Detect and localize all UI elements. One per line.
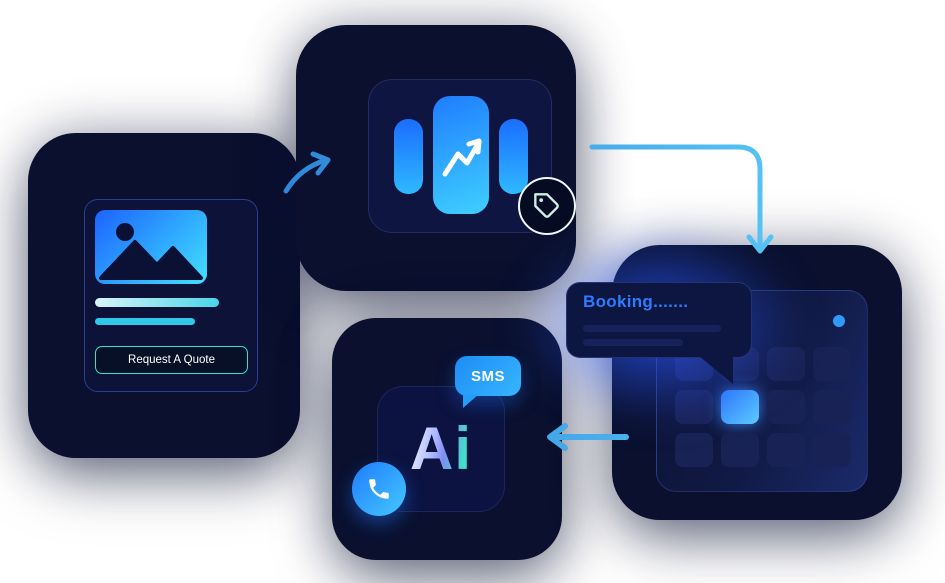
calendar-header-dot xyxy=(833,315,845,327)
calendar-cell xyxy=(813,433,851,467)
calendar-cell xyxy=(721,433,759,467)
ai-label: Ai xyxy=(410,415,472,482)
photo-icon-art xyxy=(99,223,203,280)
calendar-cell xyxy=(813,390,851,424)
ai-logo-tile: Ai xyxy=(377,386,505,512)
phone-icon xyxy=(369,479,389,499)
quote-form-panel: Request A Quote xyxy=(84,199,258,392)
text-placeholder-line xyxy=(583,339,683,346)
calendar-cell xyxy=(675,433,713,467)
booking-tooltip: Booking....... xyxy=(566,282,752,384)
calendar-cell xyxy=(813,347,851,381)
phone-badge xyxy=(352,462,406,516)
photo-icon xyxy=(95,210,207,284)
calendar-cell xyxy=(767,347,805,381)
text-placeholder-line xyxy=(95,298,219,307)
calendar-cell xyxy=(767,390,805,424)
ads-bar-right xyxy=(499,119,528,194)
booking-label: Booking....... xyxy=(583,292,689,311)
trend-arrow-icon xyxy=(442,138,482,177)
request-quote-button[interactable]: Request A Quote xyxy=(95,346,248,374)
price-tag-badge xyxy=(518,177,576,235)
text-placeholder-line xyxy=(95,318,195,325)
calendar-cell xyxy=(675,390,713,424)
arrow-ads-to-calendar xyxy=(589,144,763,249)
price-tag-icon xyxy=(534,193,559,218)
ads-bar-middle xyxy=(433,96,489,214)
sms-label: SMS xyxy=(470,367,505,385)
sms-bubble-icon: SMS xyxy=(455,356,521,408)
tooltip-tail xyxy=(699,356,733,384)
text-placeholder-line xyxy=(583,325,721,332)
calendar-cell-active xyxy=(721,390,759,424)
calendar-cell xyxy=(767,433,805,467)
ads-bar-left xyxy=(394,119,423,194)
